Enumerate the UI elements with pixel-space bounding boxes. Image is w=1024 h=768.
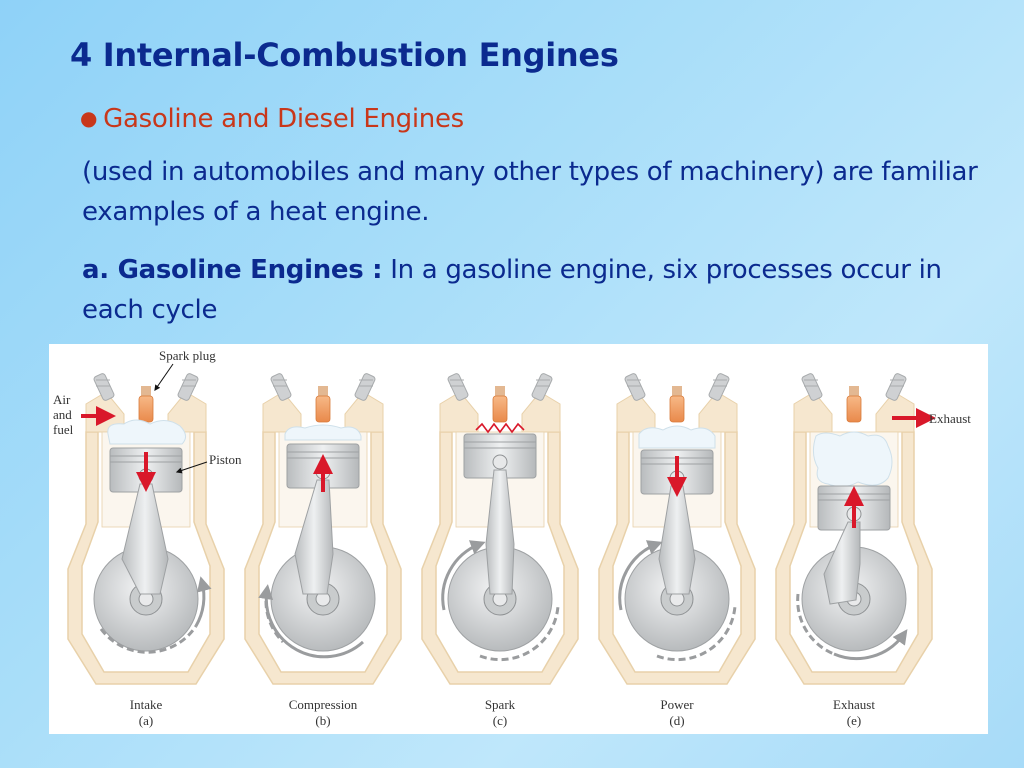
engine-cycle-figure: Spark plug Air and fuel Piston Exhaust I…	[49, 344, 988, 734]
caption-letter-a: (a)	[139, 713, 153, 728]
engine-diagram: Spark plug Air and fuel Piston Exhaust I…	[53, 348, 971, 728]
caption-spark: Spark	[485, 697, 516, 712]
label-fuel: fuel	[53, 422, 74, 437]
caption-letter-e: (e)	[847, 713, 861, 728]
slide-title: 4 Internal-Combustion Engines	[70, 36, 619, 74]
label-and: and	[53, 407, 72, 422]
caption-letter-b: (b)	[315, 713, 330, 728]
gasoline-heading: a. Gasoline Engines :	[82, 255, 383, 285]
caption-letter-c: (c)	[493, 713, 507, 728]
bullet-text: Gasoline and Diesel Engines	[103, 104, 464, 134]
piston-leader	[175, 461, 208, 474]
bullet-dot-icon: ●	[80, 106, 98, 130]
gasoline-text: In a gasoline engine, six processes occu…	[82, 255, 942, 325]
bullet-item: ●Gasoline and Diesel Engines	[80, 104, 464, 134]
spark-plug-leader	[154, 363, 174, 391]
caption-intake: Intake	[130, 697, 163, 712]
label-air: Air	[53, 392, 71, 407]
caption-compression: Compression	[289, 697, 358, 712]
caption-power: Power	[660, 697, 694, 712]
caption-letter-d: (d)	[669, 713, 684, 728]
label-exhaust: Exhaust	[929, 411, 971, 426]
label-spark-plug: Spark plug	[159, 348, 216, 363]
paragraph-gasoline: a. Gasoline Engines : In a gasoline engi…	[82, 250, 1002, 330]
caption-exhaust: Exhaust	[833, 697, 875, 712]
label-piston: Piston	[209, 452, 242, 467]
paragraph-intro: (used in automobiles and many other type…	[82, 157, 978, 227]
